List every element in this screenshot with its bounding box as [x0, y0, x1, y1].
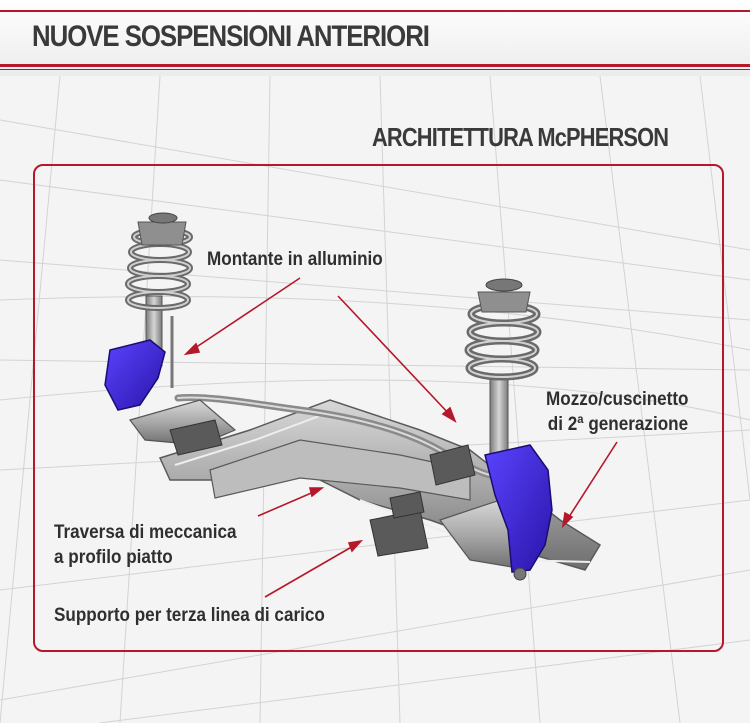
label-mozzo-line1: Mozzo/cuscinetto: [546, 389, 689, 410]
label-traversa: Traversa di meccanica a profilo piatto: [54, 520, 237, 570]
header-bottom-thin-rule: [0, 69, 750, 70]
label-traversa-line2: a profilo piatto: [54, 547, 173, 568]
page-title: NUOVE SOSPENSIONI ANTERIORI: [32, 20, 430, 53]
diagram-subtitle: ARCHITETTURA McPHERSON: [372, 122, 669, 152]
label-montante: Montante in alluminio: [207, 249, 383, 270]
label-supporto: Supporto per terza linea di carico: [54, 605, 325, 626]
header-bar: [0, 0, 750, 76]
left-knuckle: [104, 339, 166, 411]
right-strut: [464, 278, 542, 456]
diagram-frame: [33, 164, 724, 652]
mounting-blocks: [169, 419, 476, 557]
label-mozzo: Mozzo/cuscinetto di 2ª generazione: [546, 387, 689, 437]
header-top-rule: [0, 10, 750, 12]
label-traversa-line1: Traversa di meccanica: [54, 522, 237, 543]
label-mozzo-line2: di 2ª generazione: [547, 414, 689, 435]
leader-arrows: [183, 277, 618, 598]
right-knuckle: [484, 444, 553, 573]
header-bottom-rule: [0, 64, 750, 67]
